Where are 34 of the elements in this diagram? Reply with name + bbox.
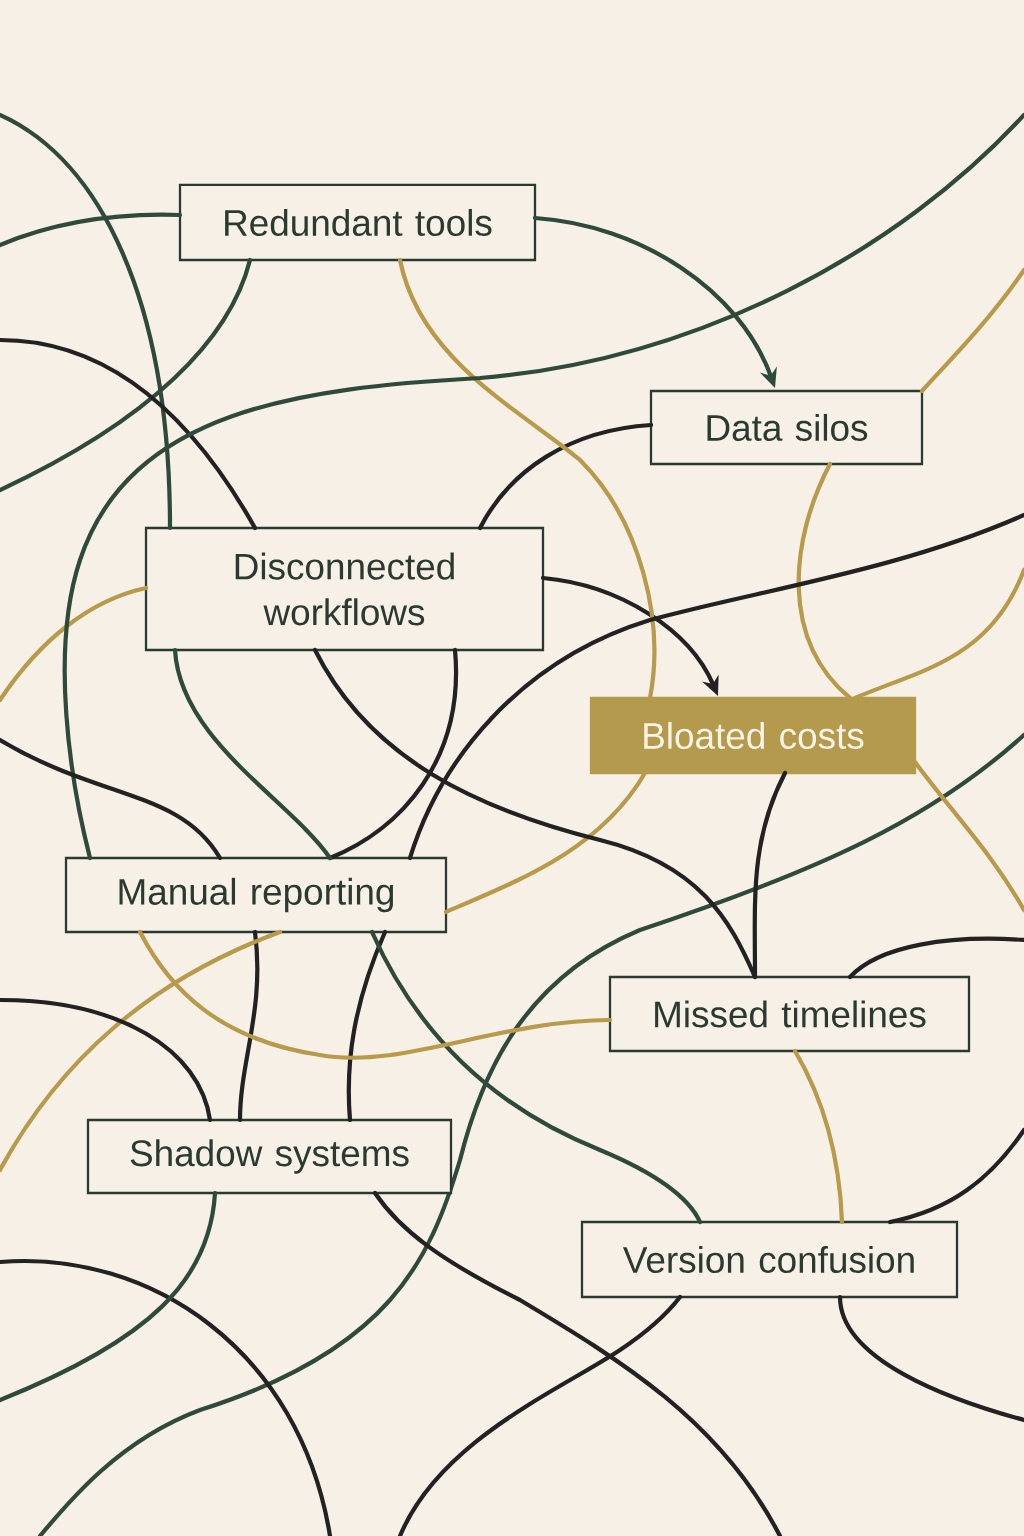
connector <box>477 422 654 531</box>
connector <box>752 770 788 980</box>
connector <box>346 929 388 1123</box>
curve-line <box>919 267 1024 394</box>
label-box: Redundant tools <box>178 183 537 262</box>
label-box: Disconnected workflows <box>144 526 545 652</box>
label-box: Version confusion <box>580 1220 959 1299</box>
connector <box>237 929 260 1123</box>
curve-line <box>407 512 1024 861</box>
curve-line <box>887 1127 1024 1225</box>
label-box: Manual reporting <box>64 856 448 934</box>
connector <box>172 647 333 861</box>
connector <box>137 929 613 1060</box>
label-box: Shadow systems <box>86 1118 453 1195</box>
curve-line <box>912 759 1024 913</box>
label-box: Data silos <box>649 389 924 466</box>
curve-line <box>0 337 258 531</box>
curve-line <box>0 929 283 1173</box>
curve-line <box>0 585 149 703</box>
label-box: Missed timelines <box>608 975 971 1053</box>
curve-line <box>847 936 1024 980</box>
curve-line <box>0 257 253 493</box>
curve-line <box>0 997 213 1123</box>
curve-line <box>62 112 1024 861</box>
curve-line <box>397 1294 683 1536</box>
curve-line <box>0 112 173 531</box>
connector <box>369 929 703 1225</box>
curve-line <box>0 737 223 861</box>
connector <box>792 1048 845 1225</box>
curve-line <box>837 1294 1024 1423</box>
curve-line <box>0 212 183 248</box>
curve-line <box>0 1190 218 1403</box>
highlighted-box: Bloated costs <box>589 696 917 775</box>
curve-line <box>372 1190 783 1536</box>
